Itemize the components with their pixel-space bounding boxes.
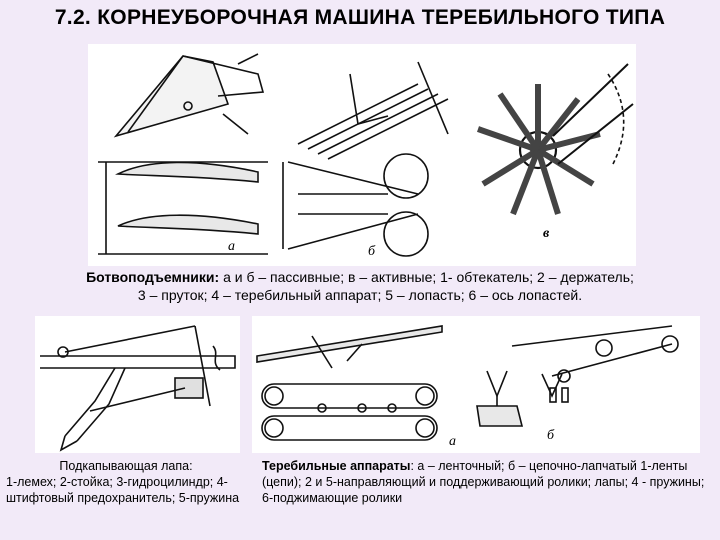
digging-share-caption-body: 1-лемех; 2-стойка; 3-гидроцилиндр; 4-шти… — [6, 475, 240, 505]
pulling-caption-body: : а – ленточный; б – цепочно-лапчатый 1-… — [262, 459, 705, 505]
caption-heading: Ботвоподъемники: — [86, 269, 220, 285]
label-b: б — [368, 244, 376, 259]
digging-share-caption-colon: : — [189, 459, 193, 473]
haulm-lifters-drawing — [98, 53, 634, 257]
caption-line-1: а и б – пассивные; в – активные; 1- обте… — [219, 269, 634, 285]
figure-pulling-mechanisms: а б — [252, 316, 700, 453]
digging-share-caption-title: Подкапывающая лапа — [59, 459, 190, 473]
figure-haulm-lifters: а б в — [88, 44, 636, 266]
digging-share-caption: Подкапывающая лапа: 1-лемех; 2-стойка; 3… — [6, 458, 246, 506]
caption-line-2: 3 – пруток; 4 – теребильный аппарат; 5 –… — [137, 287, 583, 303]
pulling-mechanisms-caption: Теребильные аппараты: а – ленточный; б –… — [262, 458, 712, 506]
haulm-lifters-caption: Ботвоподъемники: а и б – пассивные; в – … — [40, 268, 680, 304]
pulling-mechanisms-drawing — [256, 325, 679, 441]
figure-digging-share — [35, 316, 240, 453]
pulling-caption-title: Теребильные аппараты — [262, 459, 411, 473]
label-a-belt: а — [449, 434, 456, 449]
digging-share-drawing — [40, 325, 236, 452]
label-b-chain: б — [547, 428, 555, 443]
label-v: в — [543, 226, 550, 241]
slide-title: 7.2. КОРНЕУБОРОЧНАЯ МАШИНА ТЕРЕБИЛЬНОГО … — [54, 6, 666, 29]
label-a: а — [228, 239, 235, 254]
